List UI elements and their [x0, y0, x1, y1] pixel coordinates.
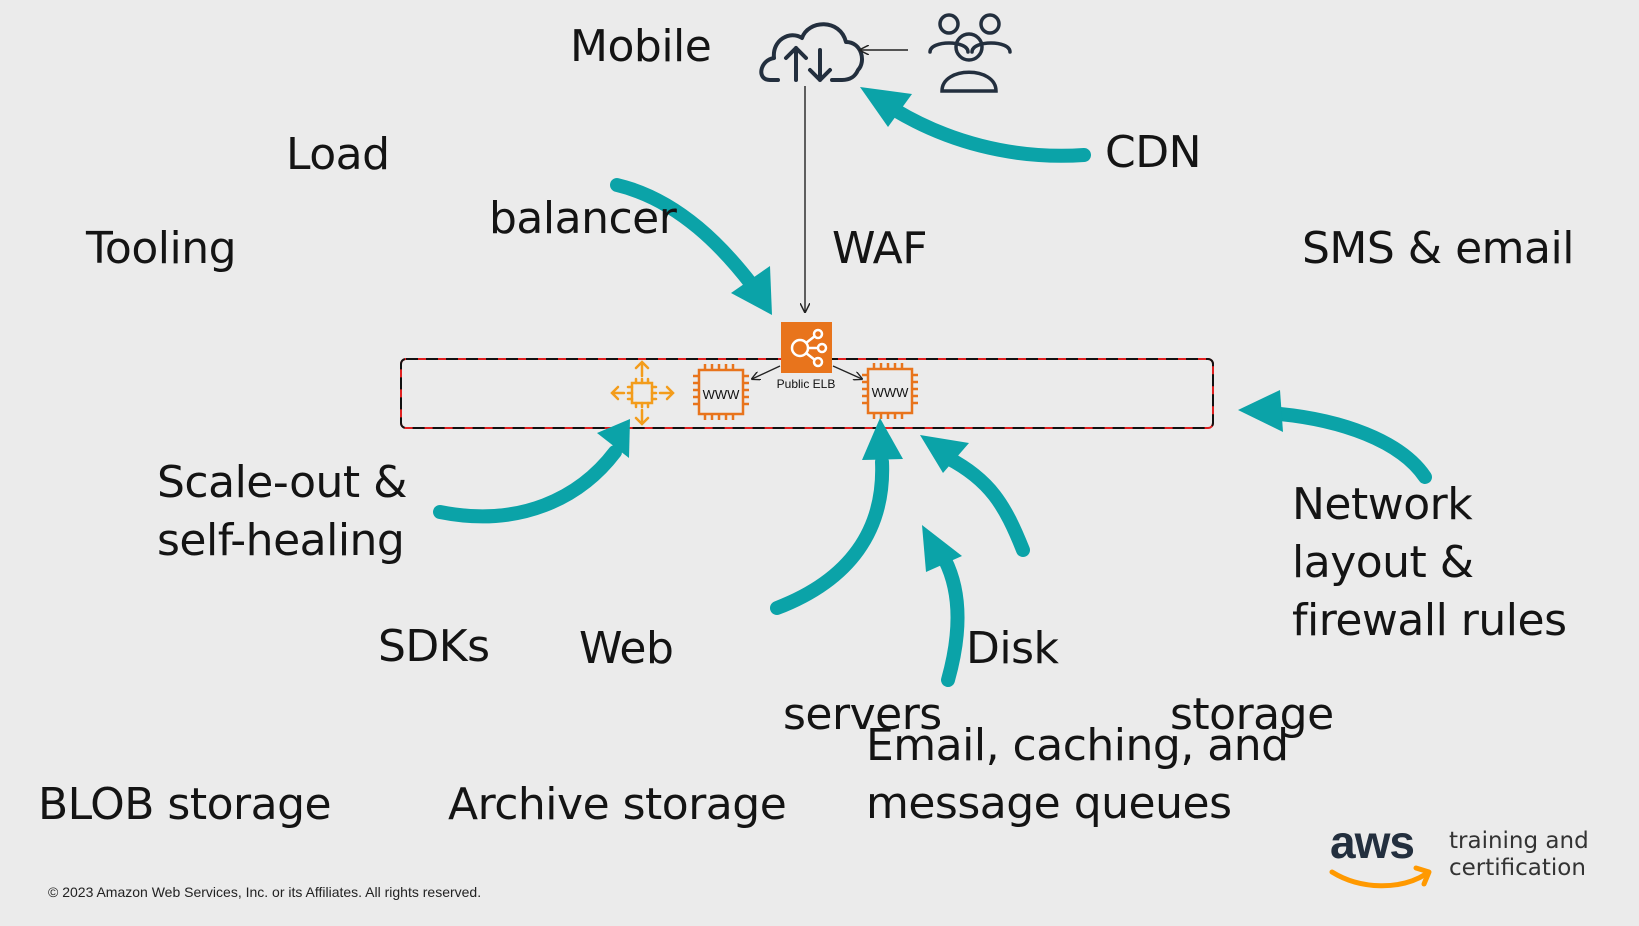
network-line-3: firewall rules [1292, 595, 1567, 646]
servers-label: servers [783, 689, 942, 740]
copyright-notice: © 2023 Amazon Web Services, Inc. or its … [48, 884, 482, 900]
network-line-1: Network [1292, 479, 1473, 530]
cdn-arrow [888, 103, 1091, 163]
web-servers-arrowhead [862, 418, 903, 460]
archive-storage-label: Archive storage [448, 779, 787, 830]
aws-tagline-line-2: certification [1449, 855, 1586, 881]
scale-out-arrowhead [597, 419, 630, 458]
aws-tagline-line-1: training and [1449, 828, 1589, 854]
elb-to-right-instance-arrow [832, 365, 862, 379]
waf-label: WAF [832, 223, 928, 274]
users-group-icon [928, 13, 1012, 93]
scale-out-label: Scale-out & self-healing [157, 454, 407, 570]
tooling-label: Tooling [86, 223, 237, 274]
email-caching-label: Email, caching, and message queues [866, 717, 1289, 833]
elb-icon [781, 322, 832, 373]
storage-label: storage [1170, 689, 1334, 740]
email-caching-line-1: Email, caching, and [866, 720, 1289, 771]
ec2-instance-icon [862, 363, 918, 419]
network-layout-arrow [1273, 407, 1432, 484]
mobile-label: Mobile [570, 21, 712, 72]
elb-label: Public ELB [777, 377, 836, 391]
aws-smile-icon [1329, 865, 1432, 889]
cloud-upload-download-icon [759, 22, 864, 82]
load-balancer-arrow [610, 178, 759, 292]
web-label: Web [579, 623, 674, 674]
cdn-arrowhead [860, 87, 912, 127]
elb-to-left-instance-arrow [752, 365, 781, 379]
network-label: Network layout & firewall rules [1292, 476, 1567, 650]
web-servers-arrow [770, 455, 890, 615]
balancer-label: balancer [489, 193, 677, 244]
load-balancer-arrowhead [731, 266, 772, 315]
email-caching-arrowhead [922, 525, 962, 572]
aws-tagline: training and certification [1449, 828, 1629, 882]
email-caching-arrow [938, 553, 965, 687]
aws-logo-text: aws [1330, 816, 1415, 868]
blob-storage-label: BLOB storage [38, 779, 332, 830]
cdn-label: CDN [1105, 127, 1202, 178]
scale-out-arrow [433, 445, 622, 524]
load-label: Load [286, 129, 390, 180]
sdks-label: SDKs [378, 621, 490, 672]
disk-label: Disk [966, 623, 1059, 674]
network-line-2: layout & [1292, 537, 1474, 588]
disk-storage-arrowhead [920, 435, 969, 473]
www-left-label: WWW [703, 387, 741, 402]
scale-out-line-1: Scale-out & [157, 457, 407, 508]
email-caching-line-2: message queues [866, 778, 1232, 829]
disk-storage-arrow [941, 451, 1030, 557]
sms-email-label: SMS & email [1302, 223, 1574, 274]
scale-out-line-2: self-healing [157, 515, 405, 566]
www-right-label: WWW [872, 385, 910, 400]
network-layout-arrowhead [1238, 390, 1283, 432]
ec2-instance-icon [693, 364, 749, 420]
auto-scaling-icon [610, 360, 675, 426]
